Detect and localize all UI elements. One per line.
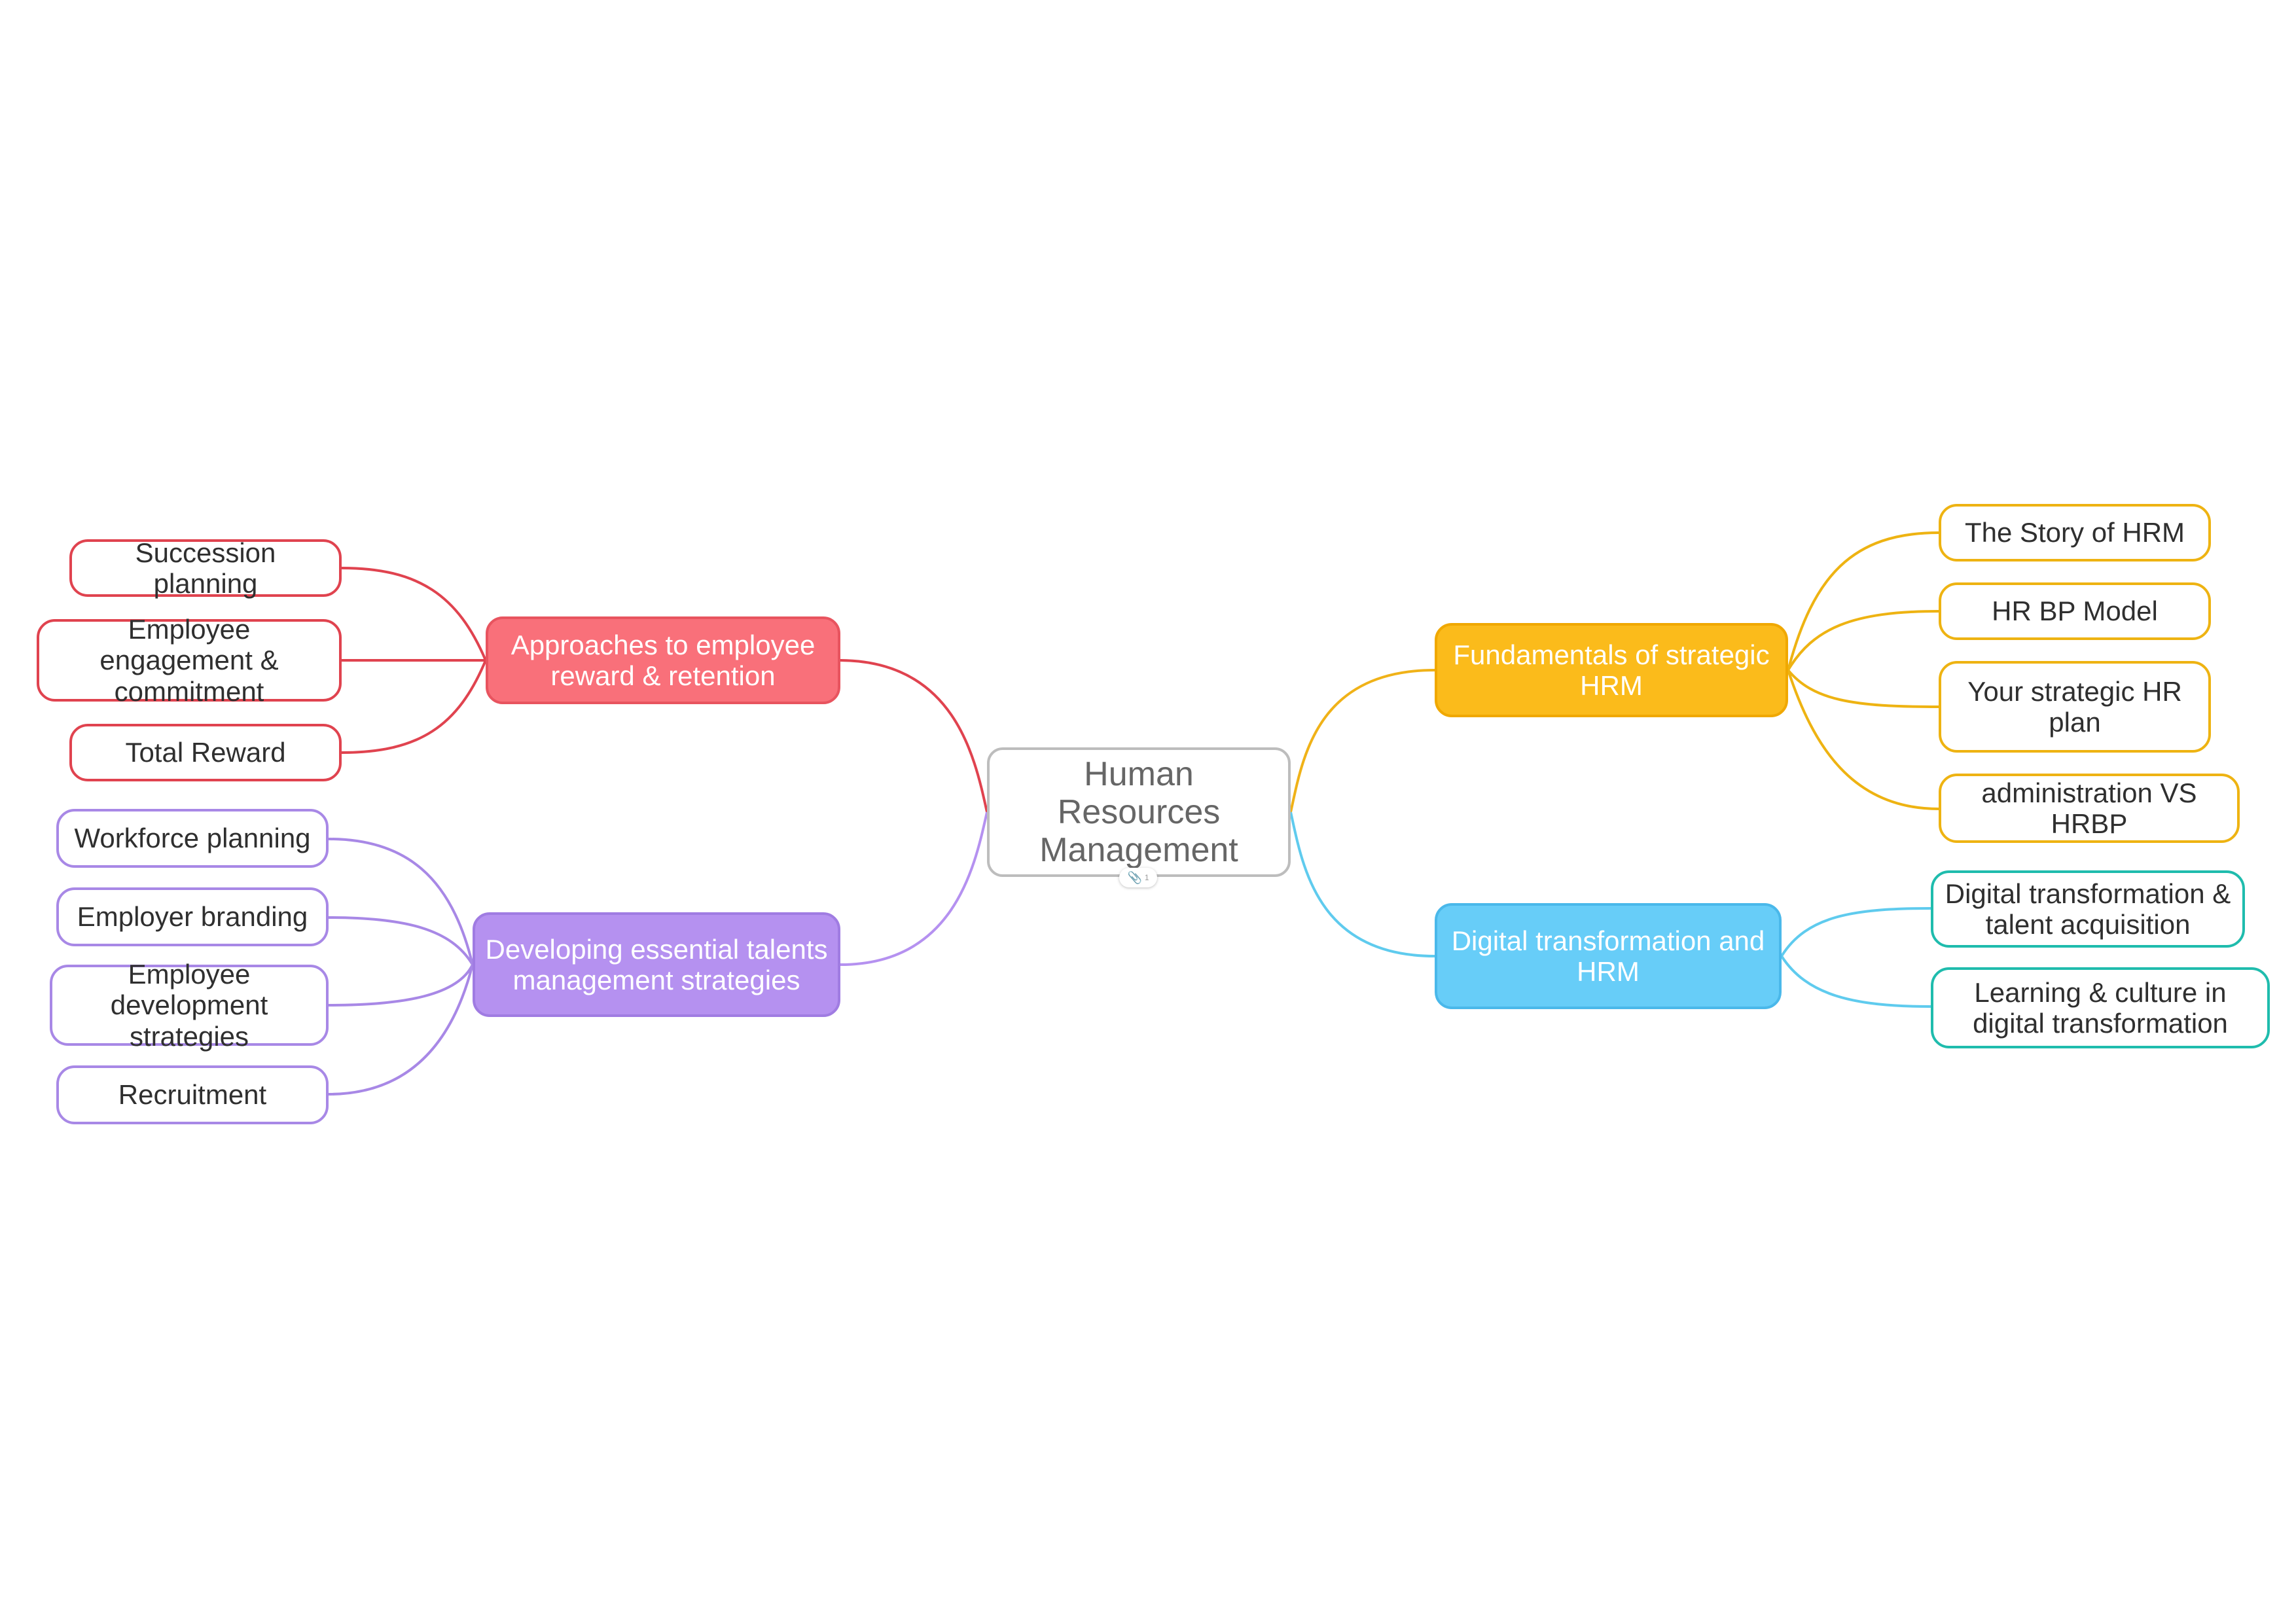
subtopic-employee-engagement[interactable]: Employee engagement & commitment (37, 614, 342, 707)
topic-label: Fundamentals of strategic HRM (1453, 639, 1770, 701)
subtopic-learning-culture[interactable]: Learning & culture in digital transforma… (1931, 967, 2270, 1048)
subtopic-label: Succession planning (135, 537, 276, 599)
connector-fundamentals-story (1787, 531, 1939, 671)
connector-root-digital (1289, 812, 1435, 957)
subtopic-workforce-planning[interactable]: Workforce planning (56, 809, 329, 868)
connector-root-talents (840, 812, 988, 966)
subtopic-recruitment[interactable]: Recruitment (56, 1065, 329, 1124)
subtopic-label: Your strategic HR plan (1967, 675, 2182, 738)
topic-label: Approaches to employee reward & retentio… (511, 629, 816, 691)
subtopic-label: administration VS HRBP (1981, 777, 2197, 839)
connector-root-reward (840, 659, 988, 813)
connector-fundamentals-plan (1787, 669, 1939, 708)
subtopic-strategic-hr-plan[interactable]: Your strategic HR plan (1939, 661, 2211, 753)
connector-digital-learning (1780, 955, 1931, 1008)
connector-reward-total (341, 660, 487, 754)
subtopic-label: The Story of HRM (1964, 517, 2185, 548)
topic-talents-management[interactable]: Developing essential talents management … (473, 912, 840, 1017)
subtopic-administration-vs-hrbp[interactable]: administration VS HRBP (1939, 774, 2240, 843)
subtopic-label: HR BP Model (1992, 596, 2158, 627)
central-topic-line-1: Human Resources (1057, 755, 1221, 831)
topic-reward-retention[interactable]: Approaches to employee reward & retentio… (486, 616, 840, 704)
connector-fundamentals-admin (1787, 669, 1939, 810)
subtopic-label: Employer branding (77, 901, 308, 933)
topic-label: Developing essential talents management … (485, 933, 828, 995)
subtopic-label: Recruitment (118, 1079, 267, 1111)
connector-talents-recruitment (328, 964, 474, 1096)
connector-talents-development (328, 964, 474, 1007)
subtopic-label: Employee development strategies (110, 959, 268, 1052)
subtopic-label: Digital transformation & talent acquisit… (1945, 878, 2231, 940)
attachment-badge[interactable]: 📎1 (1119, 868, 1157, 887)
subtopic-label: Total Reward (125, 737, 286, 768)
subtopic-total-reward[interactable]: Total Reward (69, 724, 342, 781)
connector-reward-succession (341, 567, 487, 661)
connector-digital-acquisition (1780, 907, 1931, 957)
topic-label: Digital transformation and HRM (1451, 925, 1765, 987)
subtopic-label: Workforce planning (74, 823, 311, 854)
connector-talents-workforce (328, 838, 474, 965)
connector-root-fundamentals (1289, 669, 1435, 813)
subtopic-label: Learning & culture in digital transforma… (1973, 976, 2228, 1039)
attachment-count: 1 (1144, 873, 1149, 882)
subtopic-label: Employee engagement & commitment (99, 614, 279, 707)
topic-digital-transformation[interactable]: Digital transformation and HRM (1435, 903, 1782, 1009)
subtopic-story-of-hrm[interactable]: The Story of HRM (1939, 504, 2211, 562)
central-topic[interactable]: Human Resources Management (987, 747, 1291, 877)
subtopic-employer-branding[interactable]: Employer branding (56, 887, 329, 946)
subtopic-digital-talent-acquisition[interactable]: Digital transformation & talent acquisit… (1931, 870, 2245, 948)
subtopic-employee-development[interactable]: Employee development strategies (50, 959, 329, 1052)
paperclip-icon: 📎 (1127, 870, 1142, 884)
subtopic-hr-bp-model[interactable]: HR BP Model (1939, 582, 2211, 640)
topic-fundamentals-strategic-hrm[interactable]: Fundamentals of strategic HRM (1435, 623, 1788, 717)
connector-fundamentals-hrbp (1787, 610, 1939, 671)
central-topic-line-2: Management (1039, 831, 1238, 870)
subtopic-succession-planning[interactable]: Succession planning (69, 537, 342, 599)
connector-talents-branding (328, 916, 474, 966)
